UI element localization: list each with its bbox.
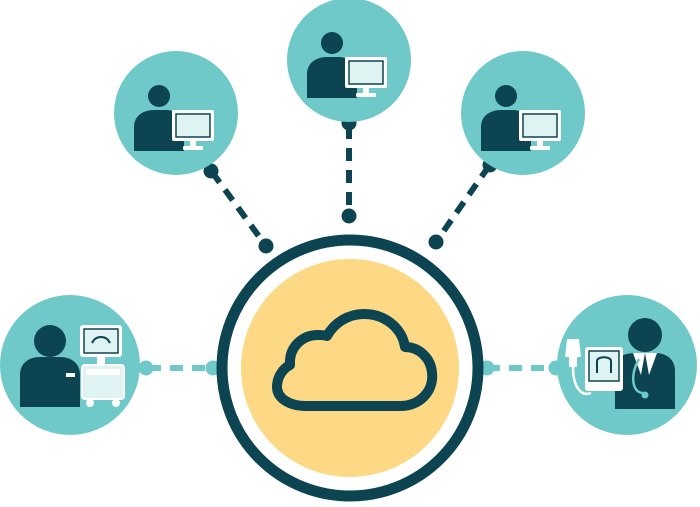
node-doctor-right (557, 295, 697, 435)
ultrasound-device-icon (585, 347, 623, 391)
node-user-top-left (114, 51, 238, 175)
node-user-top-right (461, 51, 585, 175)
cloud-hub (216, 234, 484, 502)
person-at-monitor-icon (134, 85, 214, 151)
node-user-top-center (287, 0, 411, 122)
ultrasound-probe-icon (565, 339, 592, 396)
doctor-with-ultrasound-probe-icon (565, 318, 675, 409)
connector-top-left (203, 163, 274, 254)
cloud-icon (272, 309, 438, 411)
person-with-ultrasound-machine-icon (20, 325, 125, 407)
ultrasound-machine-icon (80, 325, 125, 407)
person-at-monitor-icon (307, 32, 387, 98)
node-technician-left (0, 295, 140, 435)
person-at-monitor-icon (481, 85, 561, 151)
connector-top-center (341, 115, 357, 224)
connector-right (479, 360, 564, 376)
connector-left (138, 360, 221, 376)
connector-top-right (428, 157, 498, 250)
